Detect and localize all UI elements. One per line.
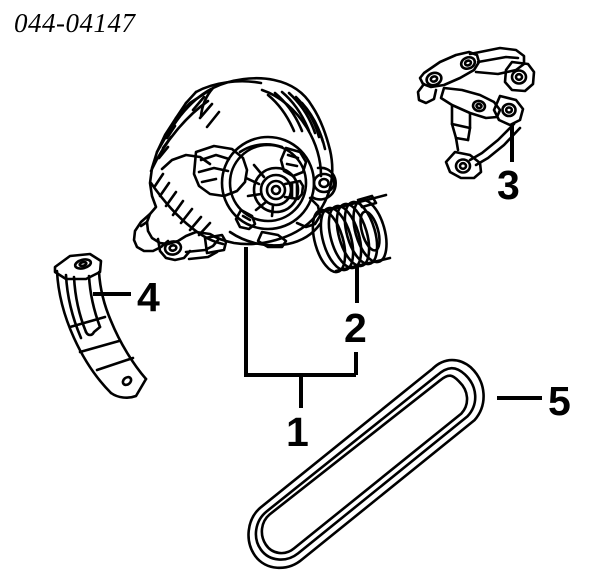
callout-label-1[interactable]: 1 <box>286 409 309 455</box>
callout-label-4[interactable]: 4 <box>137 274 160 320</box>
leader-line-1 <box>244 247 356 377</box>
alternator-assembly[interactable] <box>132 76 337 262</box>
callout-label-2[interactable]: 2 <box>344 305 367 351</box>
alternator-adjusting-strap[interactable] <box>53 252 148 399</box>
alternator-mounting-bracket[interactable] <box>416 46 536 180</box>
callout-label-3[interactable]: 3 <box>497 162 520 208</box>
callout-leader-lines <box>93 125 542 408</box>
callout-label-5[interactable]: 5 <box>548 378 571 424</box>
drive-belt[interactable] <box>243 358 490 570</box>
catalog-number: 044-04147 <box>14 8 136 38</box>
alternator-pulley[interactable] <box>307 193 393 276</box>
